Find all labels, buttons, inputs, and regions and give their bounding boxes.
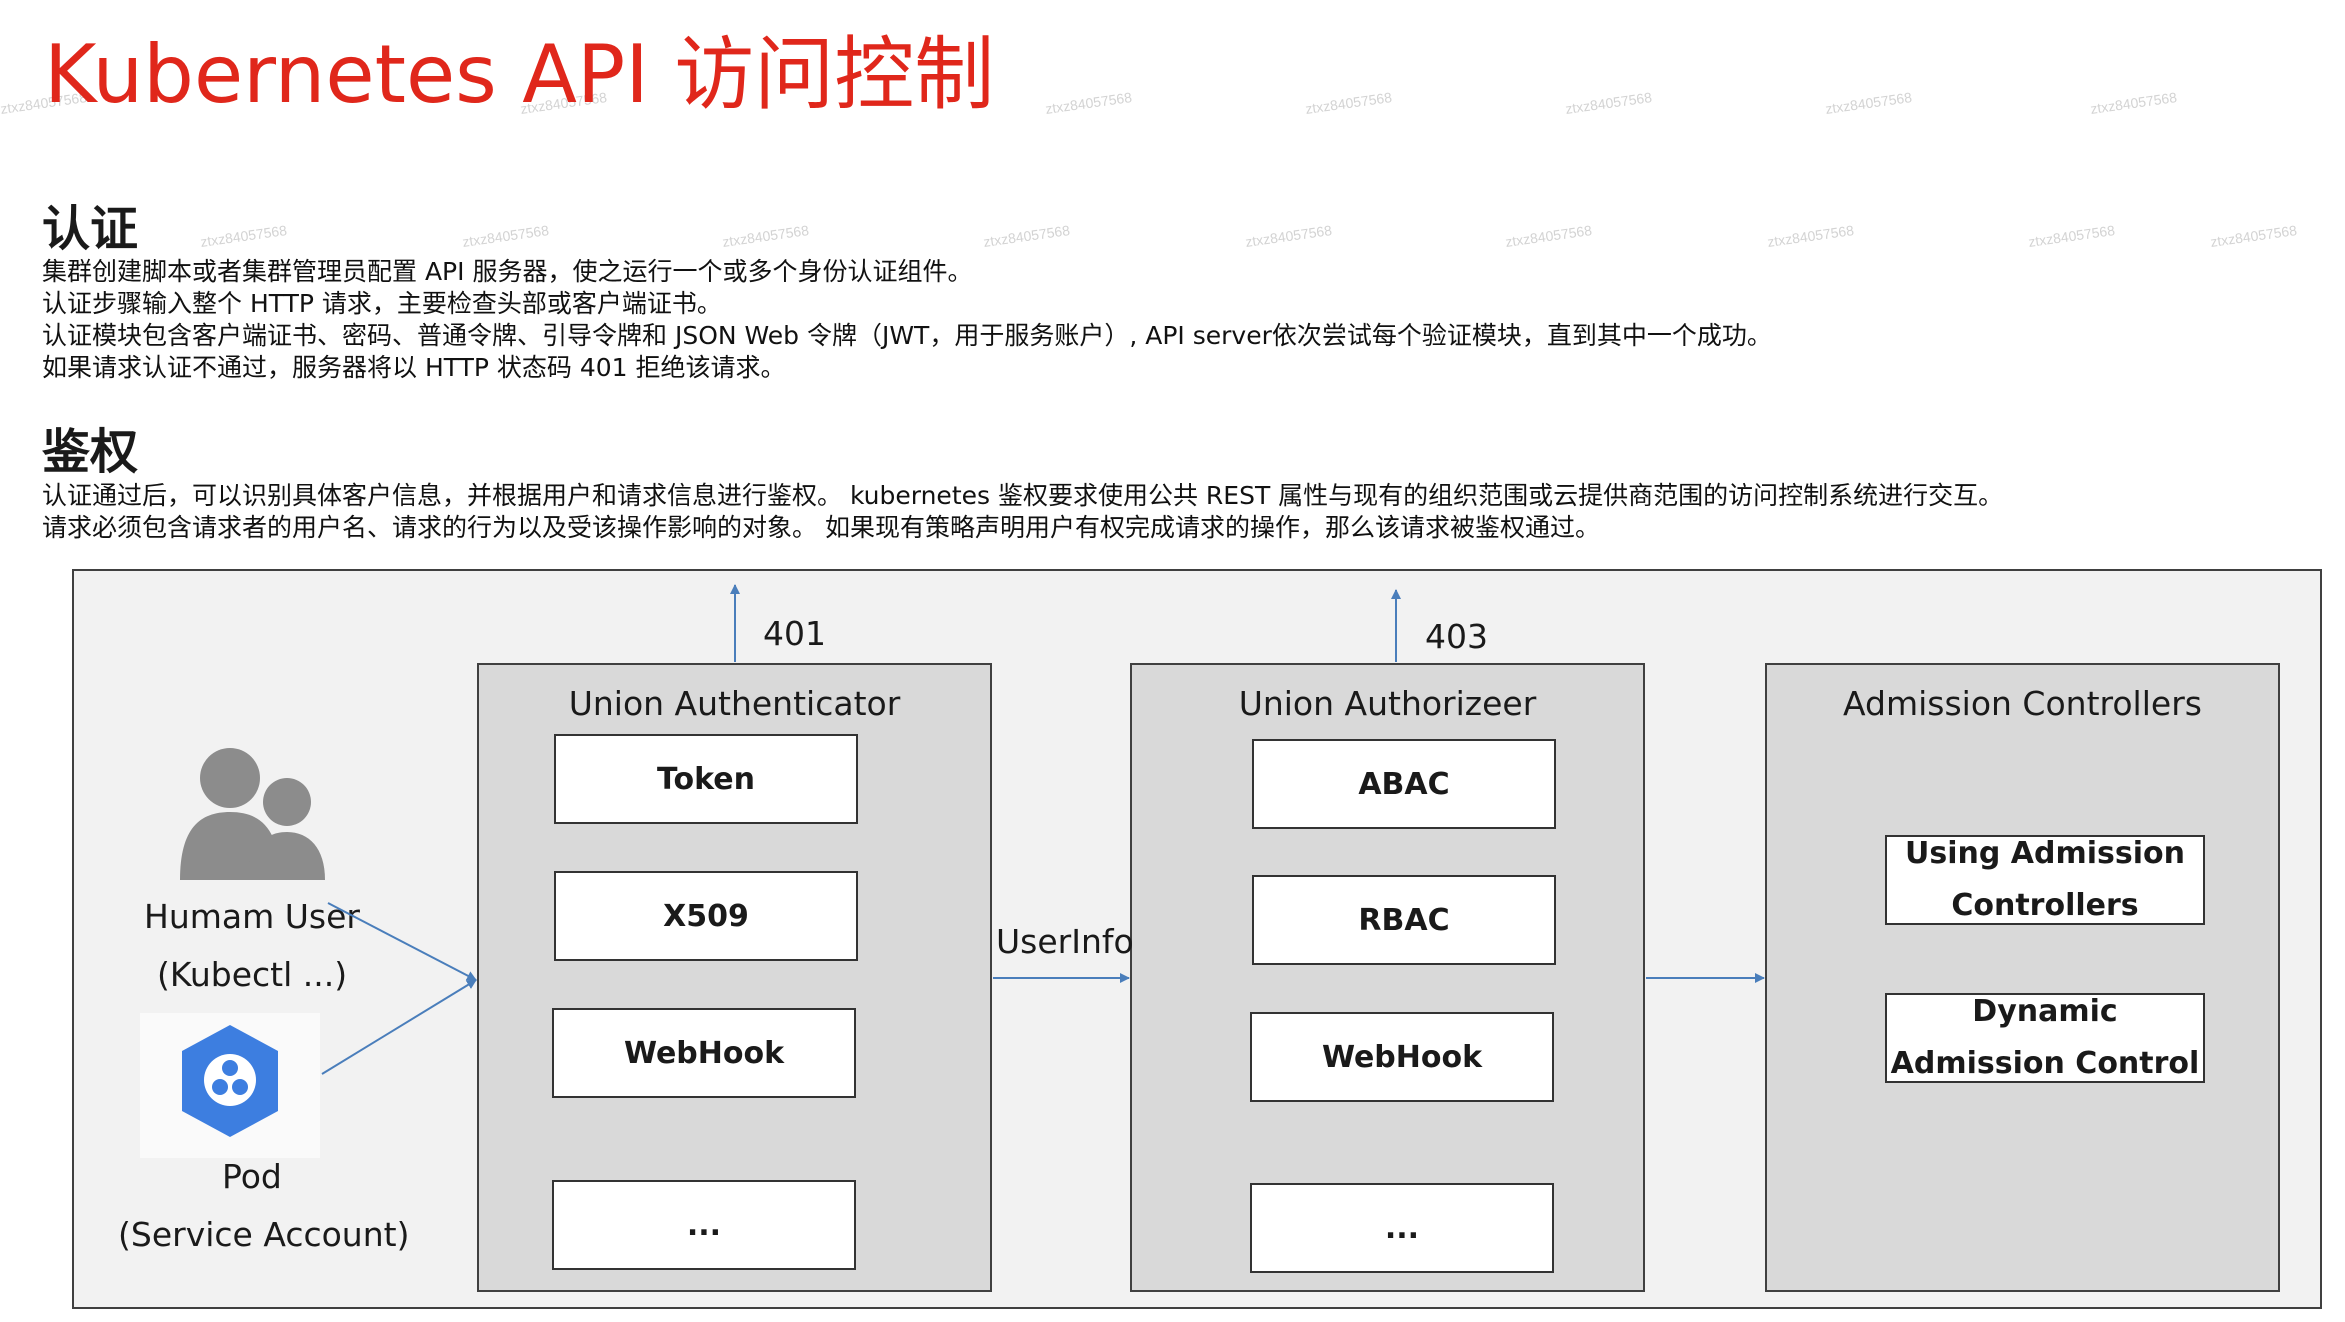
userinfo-label: UserInfo xyxy=(996,922,1134,961)
union-authenticator-group: Union Authenticator Token X509 WebHook .… xyxy=(477,663,992,1292)
authz-module-more: ... xyxy=(1250,1183,1554,1273)
authz-text-line: 认证通过后，可以识别具体客户信息，并根据用户和请求信息进行鉴权。 kuberne… xyxy=(42,481,2004,510)
pod-label: Pod xyxy=(222,1157,282,1196)
human-user-label: Humam User xyxy=(144,897,360,936)
reject-code-401: 401 xyxy=(763,614,826,653)
admission-module-dynamic-line1: Dynamic xyxy=(1972,994,2118,1029)
authn-text-line: 认证步骤输入整个 HTTP 请求，主要检查头部或客户端证书。 xyxy=(42,289,722,318)
authz-text-line: 请求必须包含请求者的用户名、请求的行为以及受该操作影响的对象。 如果现有策略声明… xyxy=(42,513,1600,542)
authz-module-rbac: RBAC xyxy=(1252,875,1556,965)
pod-hexagon-icon xyxy=(182,1025,278,1137)
authn-module-webhook: WebHook xyxy=(552,1008,856,1098)
admission-module-using: Using Admission Controllers xyxy=(1885,835,2205,925)
admission-module-using-line1: Using Admission xyxy=(1905,836,2185,871)
authn-text-line: 如果请求认证不通过，服务器将以 HTTP 状态码 401 拒绝该请求。 xyxy=(42,353,786,382)
authn-module-x509: X509 xyxy=(554,871,858,961)
admission-controllers-title: Admission Controllers xyxy=(1843,684,2202,723)
admission-controllers-group: Admission Controllers Using Admission Co… xyxy=(1765,663,2280,1292)
human-user-sublabel: (Kubectl ...) xyxy=(157,955,348,994)
section-heading-authn: 认证 xyxy=(42,201,139,257)
section-heading-authz: 鉴权 xyxy=(42,424,139,480)
authz-module-webhook: WebHook xyxy=(1250,1012,1554,1102)
union-authenticator-title: Union Authenticator xyxy=(568,684,901,723)
page-title: Kubernetes API 访问控制 xyxy=(44,28,995,121)
union-authorizer-group: Union Authorizeer ABAC RBAC WebHook ... xyxy=(1130,663,1645,1292)
authn-text-line: 集群创建脚本或者集群管理员配置 API 服务器，使之运行一个或多个身份认证组件。 xyxy=(42,257,973,286)
authn-text-line: 认证模块包含客户端证书、密码、普通令牌、引导令牌和 JSON Web 令牌（JW… xyxy=(42,321,1772,350)
authn-module-more: ... xyxy=(552,1180,856,1270)
pod-icon-tile xyxy=(140,1013,320,1158)
authn-module-token: Token xyxy=(554,734,858,824)
admission-module-dynamic: Dynamic Admission Control xyxy=(1885,993,2205,1083)
union-authorizer-title: Union Authorizeer xyxy=(1238,684,1537,723)
arrow-pod-to-authenticator xyxy=(321,979,477,1075)
users-icon xyxy=(180,748,325,880)
reject-code-403: 403 xyxy=(1425,617,1488,656)
admission-module-using-line2: Controllers xyxy=(1951,888,2139,923)
admission-module-dynamic-line2: Admission Control xyxy=(1890,1046,2200,1081)
pod-sublabel: (Service Account) xyxy=(118,1215,410,1254)
authz-module-abac: ABAC xyxy=(1252,739,1556,829)
arrow-user-to-authenticator xyxy=(327,902,477,981)
